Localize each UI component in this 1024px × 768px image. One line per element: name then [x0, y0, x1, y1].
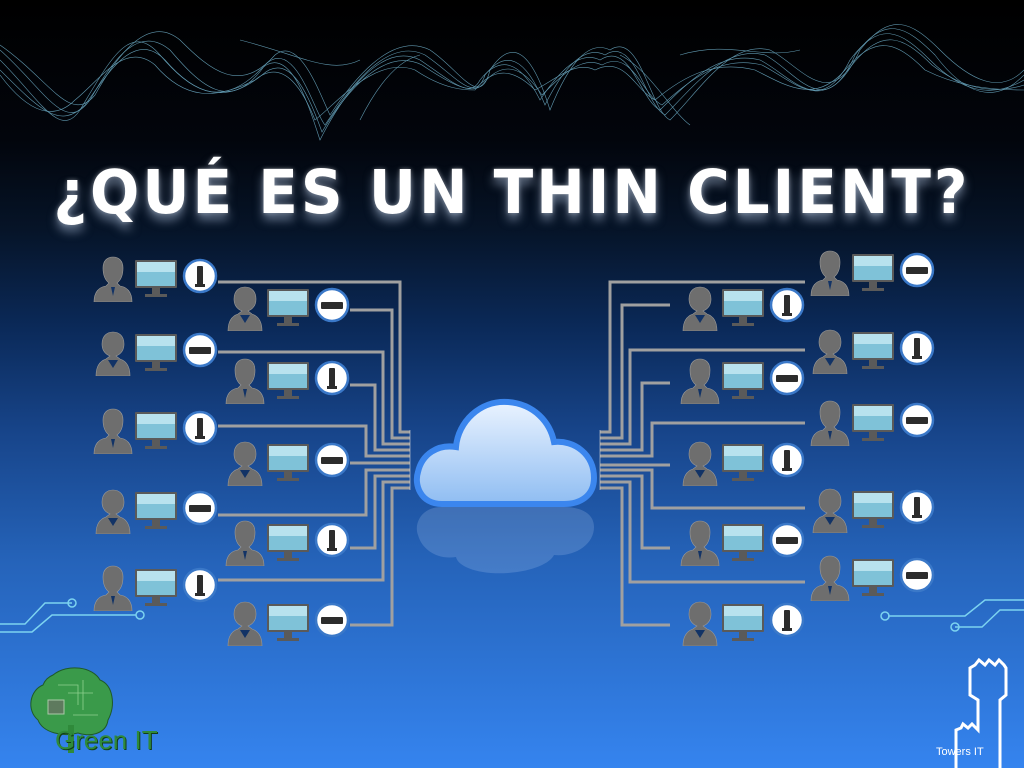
- man-icon: [810, 400, 850, 446]
- monitor-icon: [267, 524, 309, 561]
- right-client-node-5: [805, 400, 935, 446]
- monitor-icon: [722, 289, 764, 326]
- left-client-node-7: [88, 488, 218, 534]
- man-icon: [225, 358, 265, 404]
- left-client-node-5: [88, 408, 218, 454]
- woman-icon: [227, 601, 263, 646]
- monitor-icon: [267, 604, 309, 641]
- man-icon: [225, 520, 265, 566]
- right-client-node-3: [805, 328, 935, 374]
- woman-icon: [227, 286, 263, 331]
- thin-client-box-icon: [769, 360, 805, 396]
- thin-client-tower-icon: [314, 360, 350, 396]
- monitor-icon: [135, 260, 177, 297]
- left-client-node-4: [220, 358, 350, 404]
- thin-client-tower-icon: [769, 287, 805, 323]
- monitor-icon: [722, 524, 764, 561]
- wave-mesh-decoration: [0, 24, 1024, 141]
- thin-client-box-icon: [314, 442, 350, 478]
- towers-it-logo-text: Towers IT: [936, 746, 984, 758]
- woman-icon: [682, 286, 718, 331]
- man-icon: [93, 565, 133, 611]
- thin-client-tower-icon: [769, 442, 805, 478]
- thin-client-tower-icon: [769, 602, 805, 638]
- right-client-node-6: [675, 440, 805, 486]
- thin-client-box-icon: [899, 557, 935, 593]
- right-client-node-10: [675, 600, 805, 646]
- monitor-icon: [852, 404, 894, 441]
- cloud-reflection: [416, 507, 594, 574]
- woman-icon: [95, 331, 131, 376]
- monitor-icon: [267, 362, 309, 399]
- page-title: ¿QUÉ ES UN THIN CLIENT?: [53, 156, 971, 228]
- monitor-icon: [267, 444, 309, 481]
- man-icon: [810, 555, 850, 601]
- monitor-icon: [852, 491, 894, 528]
- thin-client-tower-icon: [182, 410, 218, 446]
- right-client-node-7: [805, 487, 935, 533]
- monitor-icon: [852, 254, 894, 291]
- right-client-node-9: [805, 555, 935, 601]
- circuit-tree-icon: [30, 667, 113, 753]
- thin-client-box-icon: [899, 252, 935, 288]
- right-client-node-1: [805, 250, 935, 296]
- left-client-node-9: [88, 565, 218, 611]
- man-icon: [680, 358, 720, 404]
- left-client-node-8: [220, 520, 350, 566]
- thin-client-box-icon: [182, 490, 218, 526]
- monitor-icon: [852, 559, 894, 596]
- left-client-node-1: [88, 256, 218, 302]
- right-client-node-8: [675, 520, 805, 566]
- left-client-node-6: [220, 440, 350, 486]
- woman-icon: [812, 329, 848, 374]
- monitor-icon: [135, 334, 177, 371]
- woman-icon: [95, 489, 131, 534]
- monitor-icon: [722, 362, 764, 399]
- thin-client-tower-icon: [899, 489, 935, 525]
- thin-client-box-icon: [314, 602, 350, 638]
- thin-client-box-icon: [899, 402, 935, 438]
- monitor-icon: [722, 444, 764, 481]
- thin-client-tower-icon: [182, 258, 218, 294]
- thin-client-tower-icon: [314, 522, 350, 558]
- thin-client-box-icon: [182, 332, 218, 368]
- thin-client-tower-icon: [182, 567, 218, 603]
- man-icon: [680, 520, 720, 566]
- monitor-icon: [722, 604, 764, 641]
- woman-icon: [227, 441, 263, 486]
- right-client-node-4: [675, 358, 805, 404]
- thin-client-box-icon: [769, 522, 805, 558]
- cloud-icon: [413, 398, 598, 507]
- man-icon: [810, 250, 850, 296]
- monitor-icon: [135, 569, 177, 606]
- monitor-icon: [135, 492, 177, 529]
- left-client-node-3: [88, 330, 218, 376]
- woman-icon: [682, 441, 718, 486]
- woman-icon: [682, 601, 718, 646]
- castle-tower-icon: [954, 657, 1008, 768]
- monitor-icon: [852, 332, 894, 369]
- woman-icon: [812, 488, 848, 533]
- right-client-node-2: [675, 285, 805, 331]
- monitor-icon: [135, 412, 177, 449]
- thin-client-box-icon: [314, 287, 350, 323]
- green-it-logo-text: Green IT: [55, 725, 158, 755]
- man-icon: [93, 256, 133, 302]
- left-client-node-10: [220, 600, 350, 646]
- left-client-node-2: [220, 285, 350, 331]
- man-icon: [93, 408, 133, 454]
- thin-client-tower-icon: [899, 330, 935, 366]
- monitor-icon: [267, 289, 309, 326]
